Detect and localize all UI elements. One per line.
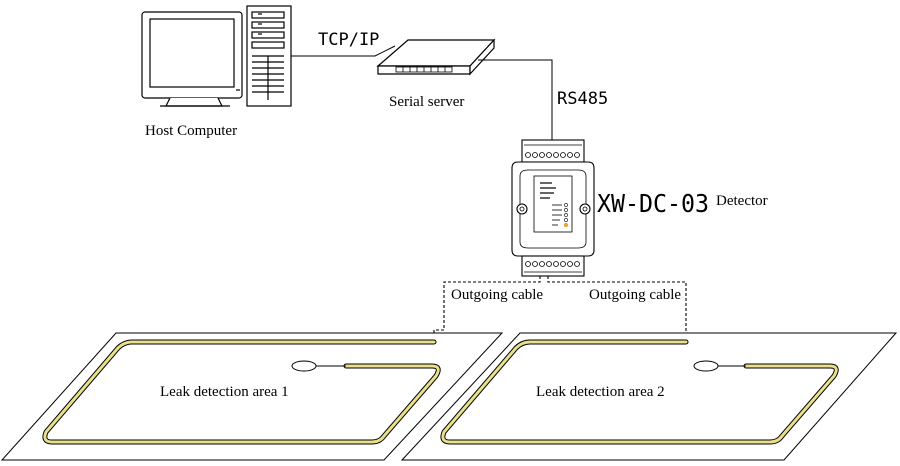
outgoing-cable-right-label: Outgoing cable bbox=[589, 287, 681, 303]
computer-tower-icon bbox=[246, 5, 292, 107]
top-terminals bbox=[524, 144, 582, 158]
area-1-end-probe-icon bbox=[291, 360, 346, 372]
detector-label: Detector bbox=[716, 193, 768, 209]
tcpip-link bbox=[291, 45, 396, 57]
area-2-end-probe-icon bbox=[693, 360, 746, 372]
outgoing-cables bbox=[433, 276, 687, 342]
leak-detection-area-2: Leak detection area 2 bbox=[400, 332, 898, 461]
monitor-icon bbox=[141, 11, 243, 107]
rs485-link bbox=[478, 59, 553, 140]
detector-device bbox=[511, 139, 595, 277]
host-computer bbox=[141, 5, 292, 107]
host-computer-label: Host Computer bbox=[145, 123, 237, 139]
tcpip-label: TCP/IP bbox=[318, 30, 379, 50]
outgoing-cable-left-label: Outgoing cable bbox=[451, 287, 543, 303]
panel-text-marks bbox=[540, 182, 562, 226]
serial-server-icon bbox=[376, 38, 496, 76]
status-leds bbox=[563, 203, 569, 228]
outgoing-cable-right bbox=[547, 276, 687, 342]
area-1-label: Leak detection area 1 bbox=[160, 384, 289, 400]
leak-detection-area-1: Leak detection area 1 bbox=[0, 332, 504, 461]
bottom-terminals bbox=[524, 261, 582, 273]
outgoing-cable-left bbox=[433, 276, 541, 342]
serial-server-label: Serial server bbox=[389, 94, 464, 110]
model-label: XW-DC-03 bbox=[597, 189, 709, 218]
rs485-label: RS485 bbox=[557, 89, 608, 109]
area-2-label: Leak detection area 2 bbox=[536, 384, 665, 400]
